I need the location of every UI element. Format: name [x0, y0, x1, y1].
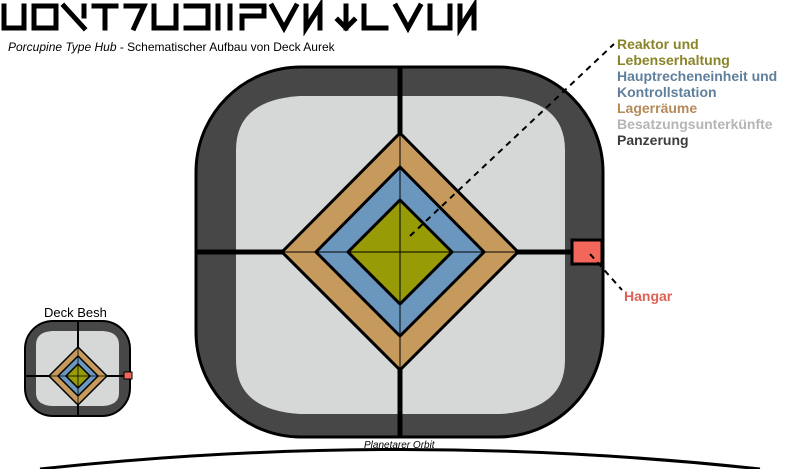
deck-besh-label: Deck Besh [44, 305, 107, 320]
orbit-label: Planetarer Orbit [364, 440, 435, 451]
subtitle-ship-name: Porcupine Type Hub [8, 40, 117, 54]
legend-item-crew: Besatzungsunterkünfte [617, 116, 773, 132]
legend-item-computer-1: Hauptrecheneinheit und [617, 68, 778, 84]
deck-besh-schematic [24, 320, 133, 417]
legend-item-reactor-1: Reaktor und [617, 36, 699, 52]
title-glyphs [1, 0, 477, 36]
legend-item-computer-2: Kontrollstation [617, 84, 717, 100]
subtitle: Porcupine Type Hub - Schematischer Aufba… [8, 40, 335, 54]
legend: Reaktor und Lebenserhaltung Hauptrechene… [617, 36, 777, 148]
planetary-orbit-arc [39, 448, 761, 469]
leader-line-hangar [589, 253, 623, 291]
legend-item-armor: Panzerung [617, 132, 689, 148]
legend-item-storage: Lagerräume [617, 100, 698, 116]
subtitle-description: - Schematischer Aufbau von Deck Aurek [116, 40, 335, 54]
hangar-label: Hangar [624, 288, 673, 304]
legend-item-reactor-2: Lebenserhaltung [617, 52, 730, 68]
leader-line-legend [409, 43, 615, 237]
hangar-box [570, 238, 604, 266]
